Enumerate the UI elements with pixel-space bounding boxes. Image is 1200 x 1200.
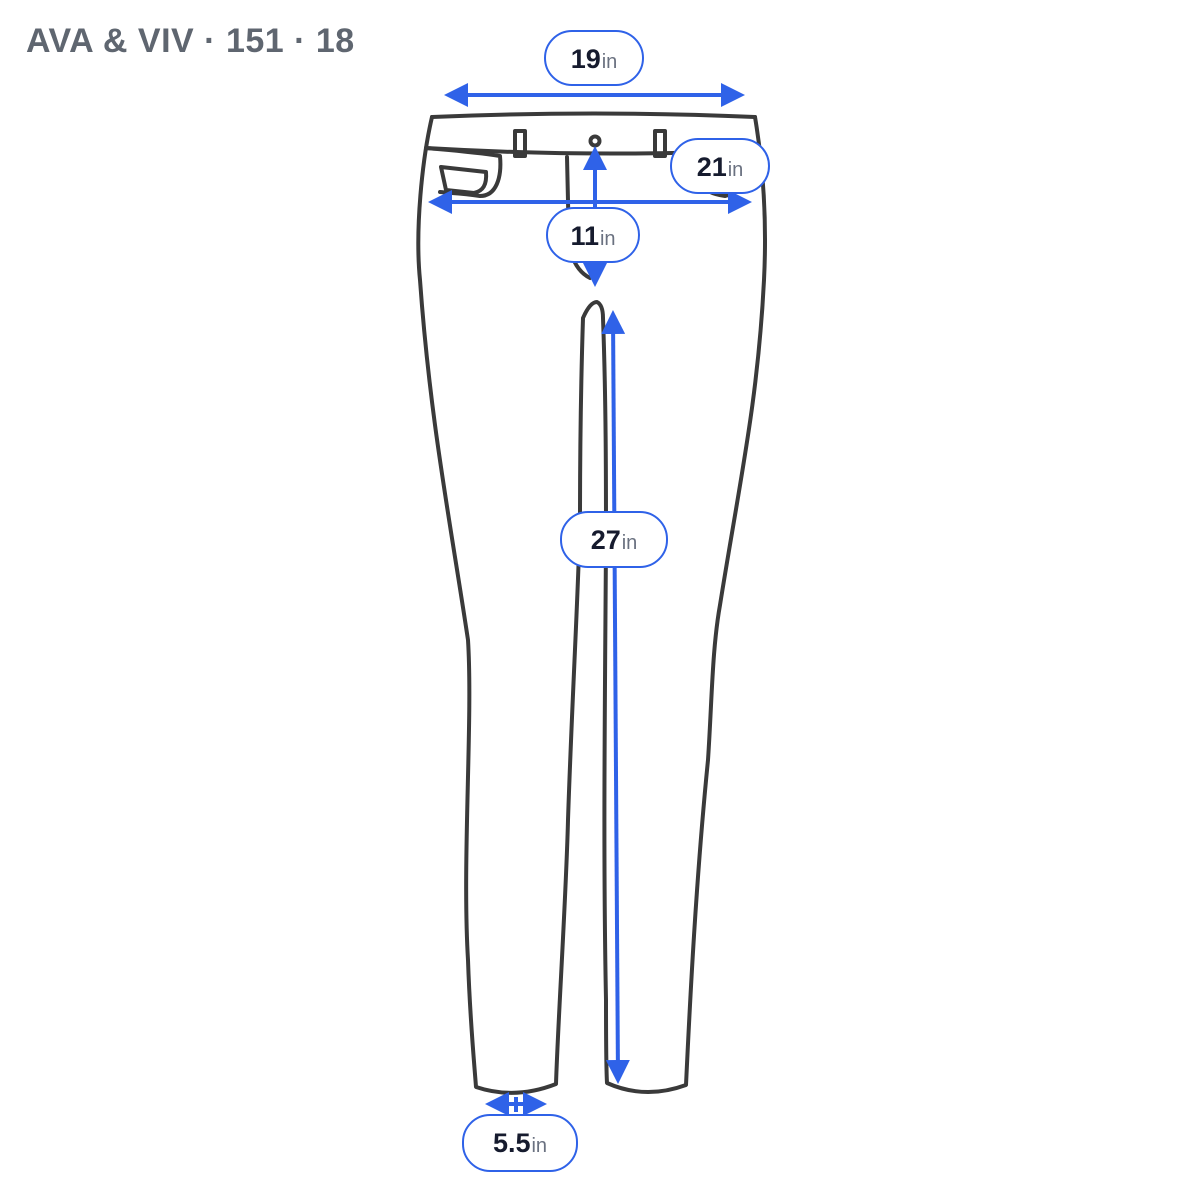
belt-loop-left — [513, 129, 527, 158]
waist-unit: in — [601, 51, 618, 73]
button — [588, 134, 602, 148]
coin-pocket — [439, 165, 489, 195]
inseam-measure-line — [601, 310, 630, 1084]
product-title: AVA & VIV · 151 · 18 — [26, 22, 355, 60]
hip-unit: in — [727, 159, 744, 181]
pocket-left — [424, 146, 503, 198]
inseam-unit: in — [621, 532, 638, 554]
inseam-value: 27 — [590, 525, 621, 555]
rise-unit: in — [599, 228, 616, 250]
waistband-top — [430, 111, 757, 119]
outer-silhouette — [416, 115, 767, 1095]
waist-value: 19 — [570, 44, 601, 74]
belt-loop-right — [653, 129, 667, 158]
leg-opening-value: 5.5 — [492, 1128, 531, 1158]
hip-value: 21 — [696, 152, 727, 182]
rise-value: 11 — [570, 221, 599, 251]
leg-opening-unit: in — [531, 1135, 548, 1157]
